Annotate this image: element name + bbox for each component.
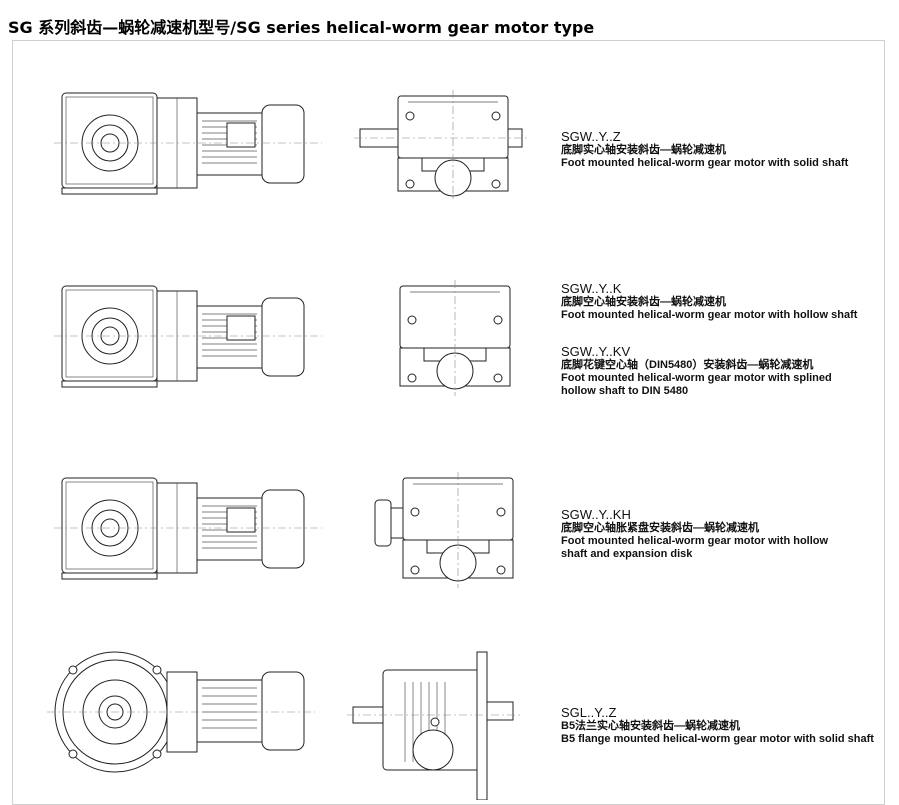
front-view-hollow-shaft: [399, 280, 511, 396]
description-cn: 底脚空心轴安装斜齿—蜗轮减速机: [561, 296, 726, 308]
description-en: B5 flange mounted helical-worm gear moto…: [561, 733, 874, 745]
front-view-solid-shaft: [353, 89, 531, 202]
description-cn: 底脚实心轴安装斜齿—蜗轮减速机: [561, 144, 726, 156]
item-hollow-shaft: SGW..Y..K 底脚空心轴安装斜齿—蜗轮减速机 Foot mounted h…: [561, 282, 861, 322]
side-view-expansion-disk: [53, 477, 323, 580]
model-code: SGW..Y..KV: [561, 344, 631, 359]
page-title: SG 系列斜齿—蜗轮减速机型号/SG series helical-worm g…: [8, 18, 595, 37]
model-code: SGW..Y..Z: [561, 129, 621, 144]
side-view-b5-flange: [47, 651, 315, 773]
item-splined-hollow-shaft: SGW..Y..KV 底脚花键空心轴（DIN5480）安装斜齿—蜗轮减速机 Fo…: [561, 345, 861, 398]
side-view-solid-shaft: [53, 92, 323, 195]
description-cn: B5法兰实心轴安装斜齿—蜗轮减速机: [561, 720, 741, 732]
description-cn: 底脚空心轴胀紧盘安装斜齿—蜗轮减速机: [561, 522, 759, 534]
description-en: Foot mounted helical-worm gear motor wit…: [561, 535, 829, 560]
description-en: Foot mounted helical-worm gear motor wit…: [561, 372, 832, 397]
side-view-hollow-shaft: [53, 285, 323, 388]
front-view-expansion-disk: [374, 472, 514, 588]
item-b5-flange: SGL..Y..Z B5法兰实心轴安装斜齿—蜗轮减速机 B5 flange mo…: [561, 705, 874, 746]
item-expansion-disk: SGW..Y..KH 底脚空心轴胀紧盘安装斜齿—蜗轮减速机 Foot mount…: [561, 508, 861, 561]
model-code: SGW..Y..K: [561, 281, 622, 296]
description-cn: 底脚花键空心轴（DIN5480）安装斜齿—蜗轮减速机: [561, 359, 814, 371]
front-view-b5-flange: [347, 651, 523, 800]
model-code: SGW..Y..KH: [561, 507, 631, 522]
description-en: Foot mounted helical-worm gear motor wit…: [561, 309, 858, 321]
description-en: Foot mounted helical-worm gear motor wit…: [561, 157, 849, 169]
model-code: SGL..Y..Z: [561, 705, 617, 720]
item-solid-shaft: SGW..Y..Z 底脚实心轴安装斜齿—蜗轮减速机 Foot mounted h…: [561, 130, 861, 170]
